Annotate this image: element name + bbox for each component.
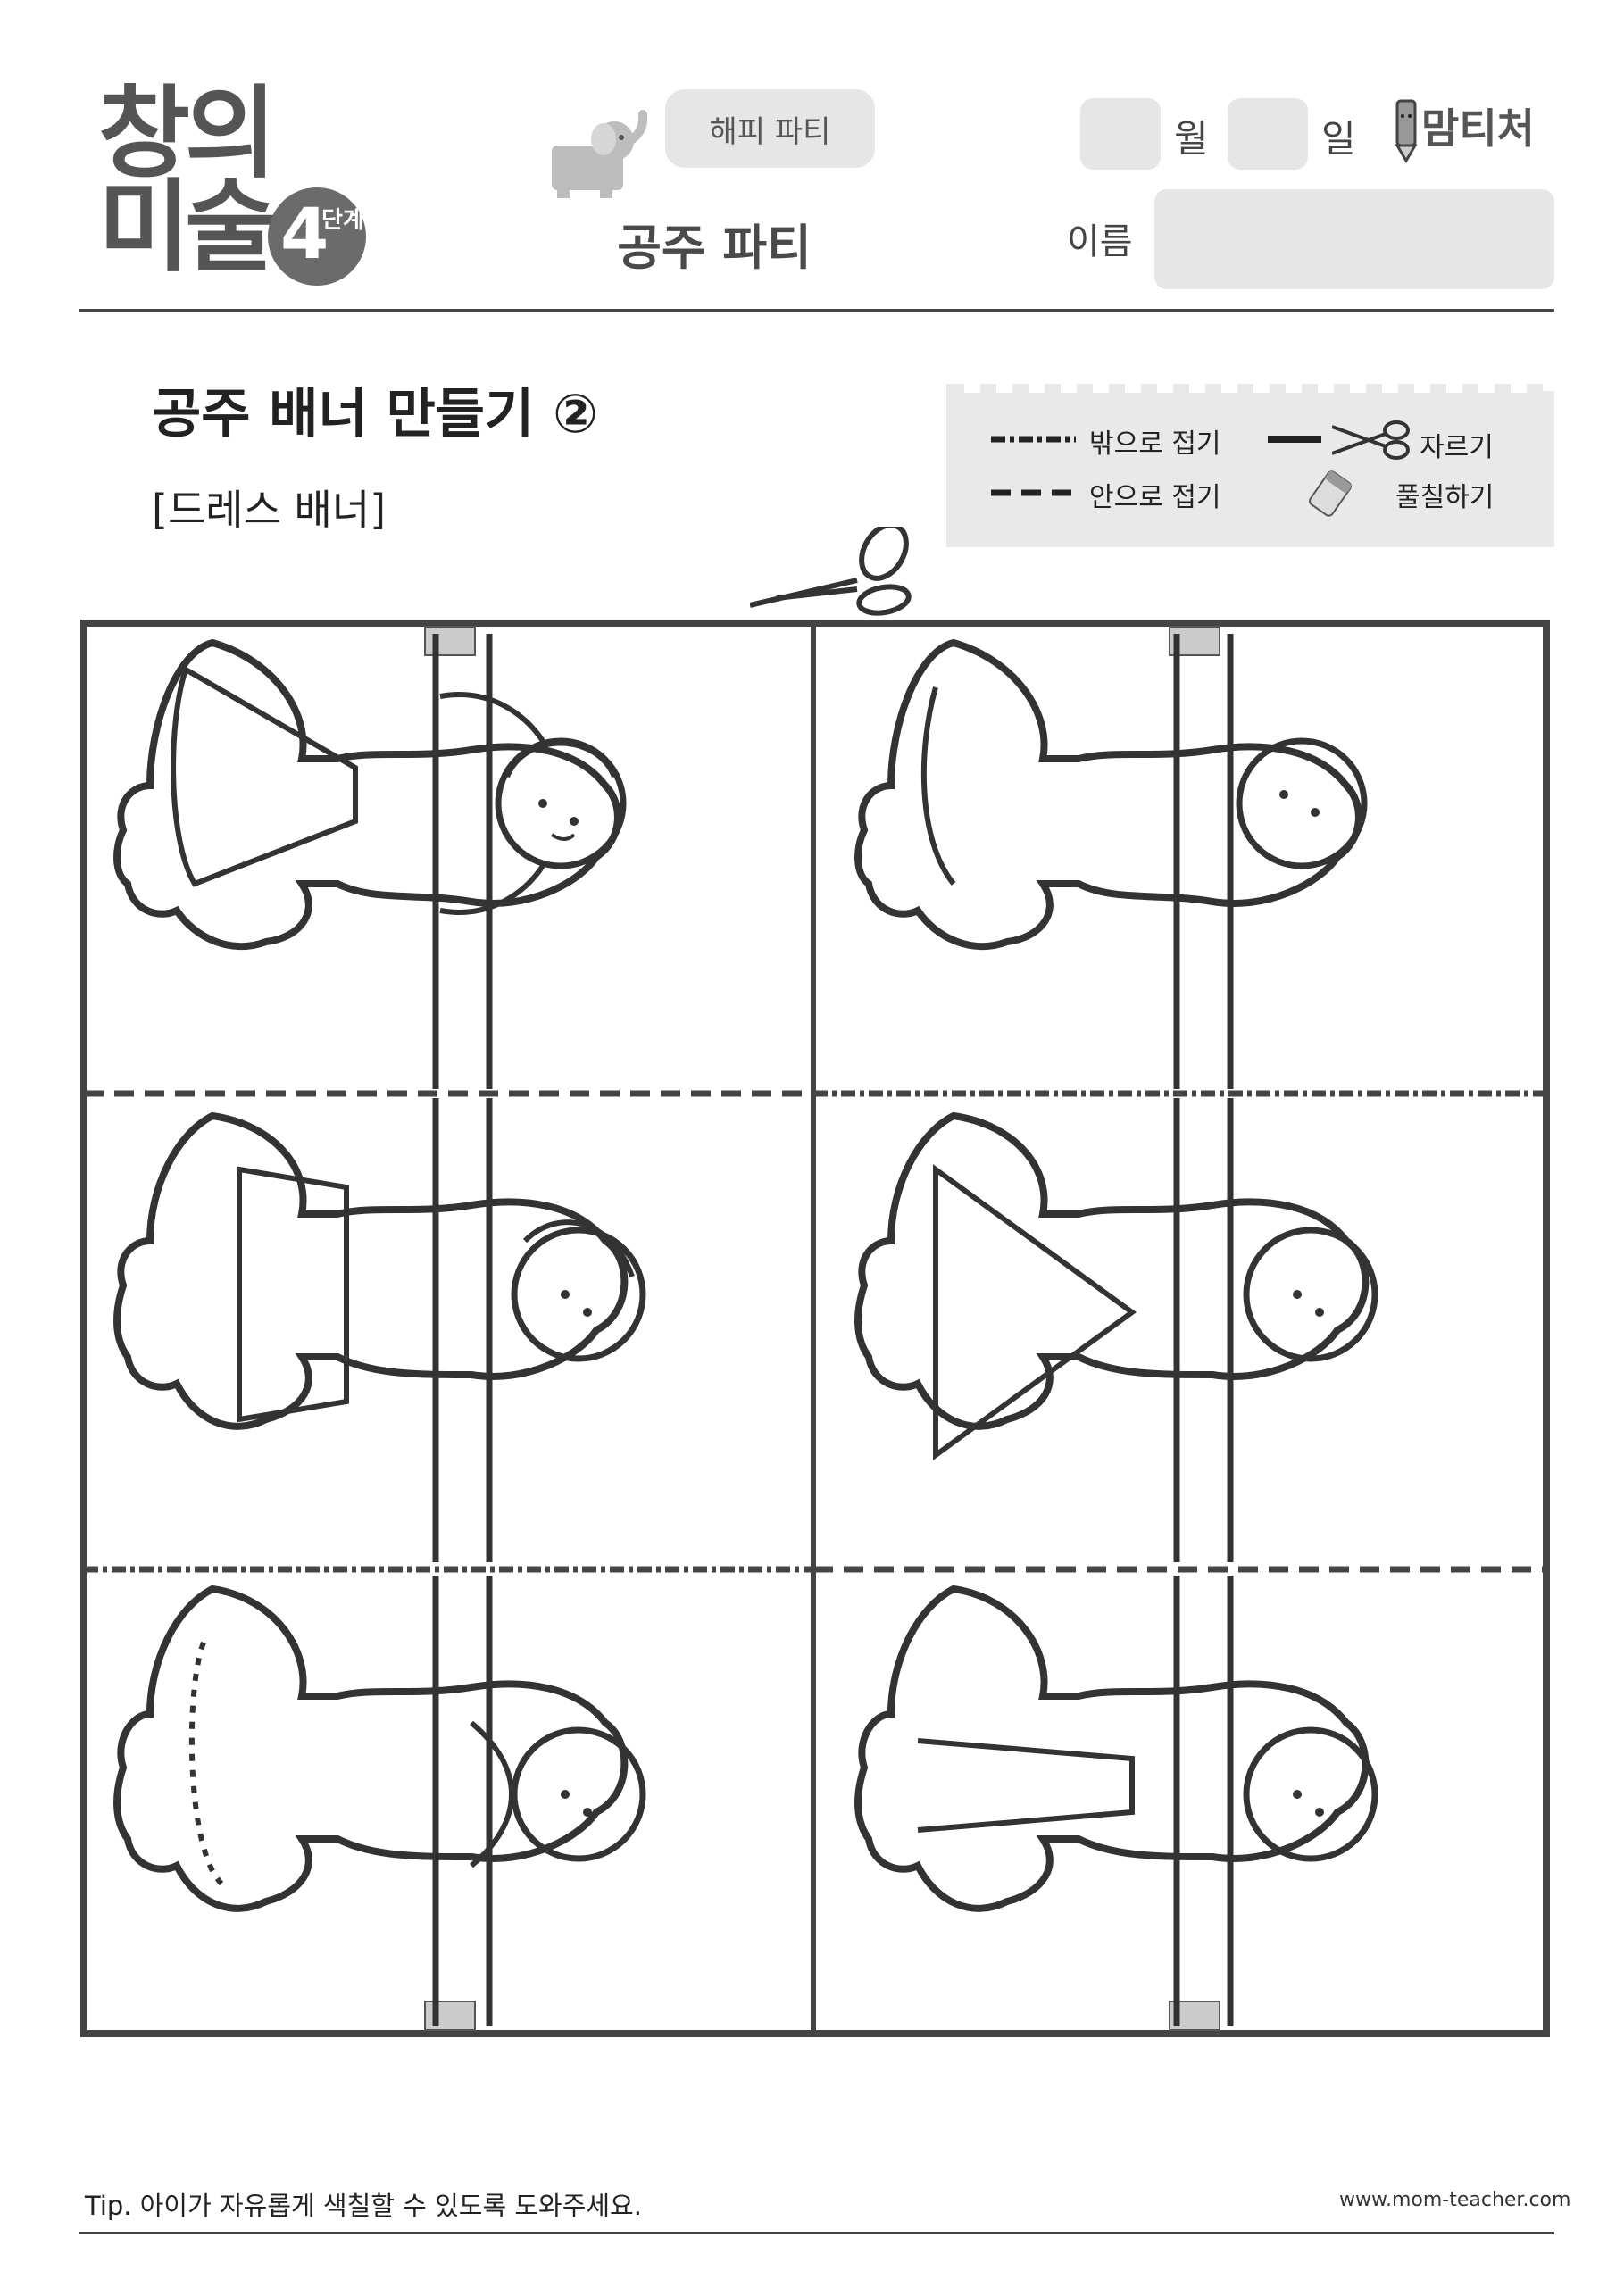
scissors-icon <box>750 527 912 616</box>
legend-fold-out: 밖으로 접기 <box>1089 428 1221 460</box>
scissors-icon <box>1332 420 1410 460</box>
legend-fold-in: 안으로 접기 <box>1089 482 1221 513</box>
month-label: 월 <box>1174 117 1209 161</box>
page-subtitle: [드레스 배너] <box>152 486 387 534</box>
logo: 창의 미술 <box>98 76 384 295</box>
princess-panel-6 <box>854 1576 1378 2026</box>
legend-torn-edge <box>946 382 1554 393</box>
stage-label: 단계 <box>321 207 364 234</box>
princess-panel-1 <box>113 634 627 1089</box>
site-url[interactable]: www.mom-teacher.com <box>1339 2189 1571 2211</box>
header-divider <box>79 309 1554 312</box>
legend-box: 밖으로 접기 안으로 접기 자르기 풀칠하기 <box>946 382 1554 547</box>
glue-tab <box>424 626 1220 2031</box>
footer-divider <box>79 2232 1554 2234</box>
glue-stick-icon <box>1309 470 1352 517</box>
dress-banner-sheet[interactable] <box>79 616 1552 2044</box>
name-label: 이름 <box>1067 221 1133 262</box>
fold-in-line-icon <box>991 489 1076 496</box>
page-title: 공주 배너 만들기 ② <box>152 383 598 445</box>
fold-out-line-icon <box>991 436 1076 443</box>
month-input-box[interactable] <box>1080 98 1161 170</box>
stage-badge: 4 단계 <box>268 187 366 286</box>
day-label: 일 <box>1321 117 1356 161</box>
elephant-icon <box>552 110 648 198</box>
stage-number: 4 <box>280 195 329 275</box>
pencil-mascot-icon <box>1395 99 1418 163</box>
princess-panel-2 <box>113 1098 646 1562</box>
brand-logo: 맘티처 <box>1421 104 1535 153</box>
header-subtitle: 공주 파티 <box>617 220 812 276</box>
tip-text: Tip. 아이가 자유롭게 색칠할 수 있도록 도와주세요. <box>85 2191 642 2221</box>
legend-cut: 자르기 <box>1420 432 1494 463</box>
princess-panel-5 <box>854 1098 1378 1562</box>
legend-glue: 풀칠하기 <box>1395 482 1495 513</box>
category-pill: 해피 파티 <box>665 89 875 168</box>
name-input-box[interactable] <box>1154 189 1554 289</box>
princess-panel-4 <box>854 634 1368 1089</box>
logo-text-bottom: 미술 <box>98 170 277 286</box>
logo-text-top: 창의 <box>98 76 277 192</box>
day-input-box[interactable] <box>1228 98 1308 170</box>
princess-panel-3 <box>113 1576 646 2026</box>
cut-line-icon <box>1268 436 1321 443</box>
